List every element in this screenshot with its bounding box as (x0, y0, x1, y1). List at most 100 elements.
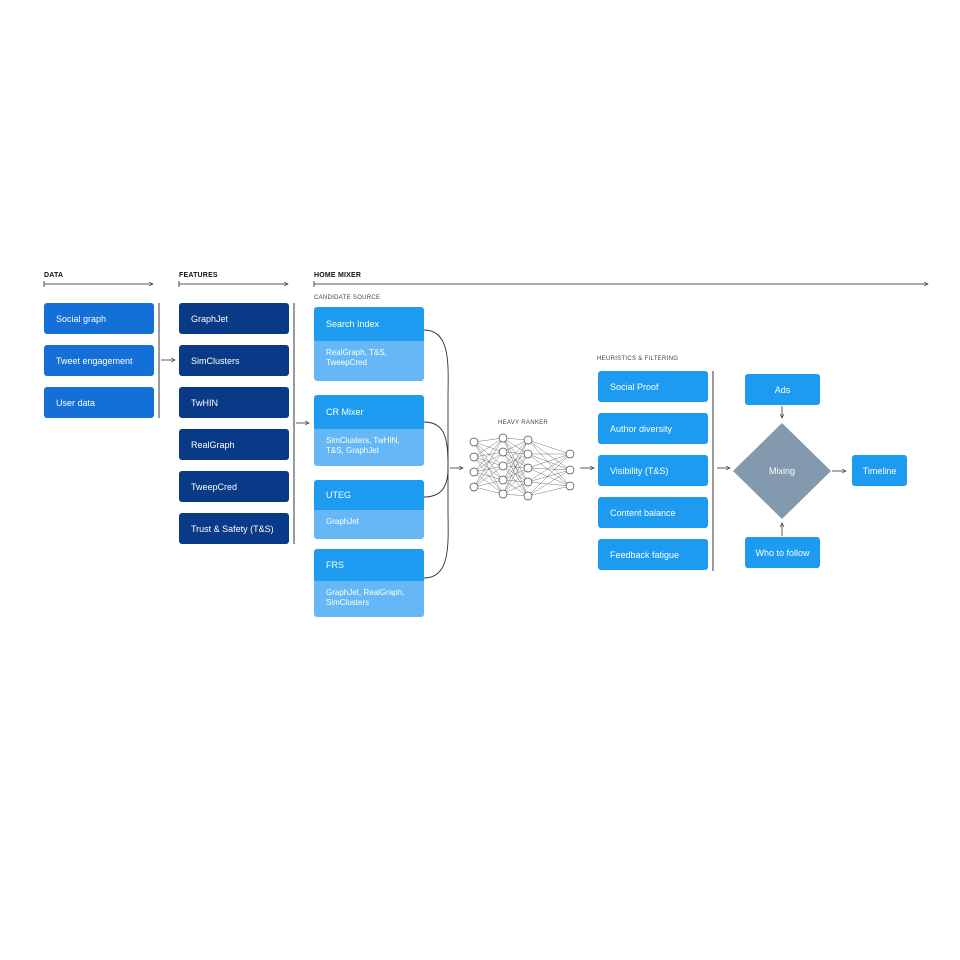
nn-node (469, 467, 479, 477)
nn-edge (527, 469, 571, 497)
section-rules (43, 281, 928, 287)
nn-edge (473, 451, 504, 488)
nn-edge (473, 437, 504, 473)
who-to-follow-box: Who to follow (745, 537, 820, 568)
nn-node (565, 481, 575, 491)
section-label-home-mixer: HOME MIXER (314, 272, 362, 279)
heuristic-box-author-diversity: Author diversity (598, 413, 708, 444)
nn-edge (473, 471, 504, 481)
candidate-title: Search Index (314, 307, 424, 341)
feature-box-realgraph: RealGraph (179, 429, 289, 460)
label-candidate-source: CANDIDATE SOURCE (314, 295, 381, 301)
separator-lines (158, 303, 714, 571)
nn-edge (502, 481, 529, 495)
candidate-source-frs: FRS GraphJet, RealGraph, SimClusters (314, 549, 424, 617)
nn-node (469, 452, 479, 462)
nn-edge (473, 465, 504, 473)
heuristic-box-visibility: Visibility (T&S) (598, 455, 708, 486)
nn-edge (527, 453, 571, 471)
nn-edge (473, 479, 504, 488)
nn-node (498, 461, 508, 471)
nn-edge (527, 439, 571, 471)
nn-edge (527, 467, 571, 471)
nn-node (565, 465, 575, 475)
nn-edge (473, 437, 504, 488)
nn-edge (527, 469, 571, 483)
nn-edge (527, 453, 571, 487)
section-label-features: FEATURES (179, 272, 218, 279)
candidate-title: CR Mixer (314, 395, 424, 429)
stage-arrows (161, 360, 846, 536)
nn-edge (473, 471, 504, 495)
feature-box-graphjet: GraphJet (179, 303, 289, 334)
nn-edge (473, 441, 504, 495)
heuristic-box-feedback-fatigue: Feedback fatigue (598, 539, 708, 570)
candidate-title: UTEG (314, 480, 424, 510)
candidate-source-search-index: Search Index RealGraph, T&S, TweepCred (314, 307, 424, 381)
nn-edge (502, 439, 529, 453)
nn-edge (527, 453, 571, 469)
nn-edge (502, 453, 529, 495)
nn-node (469, 482, 479, 492)
nn-node (565, 449, 575, 459)
heavy-ranker-network (469, 433, 575, 501)
feature-box-twhin: TwHIN (179, 387, 289, 418)
candidate-detail: GraphJet, RealGraph, SimClusters (314, 581, 424, 617)
nn-edge (502, 439, 529, 495)
nn-edge (473, 437, 504, 458)
nn-node (523, 463, 533, 473)
nn-node (498, 433, 508, 443)
label-heuristics: HEURISTICS & FILTERING (597, 356, 679, 362)
candidate-merge-curves (423, 329, 449, 579)
ads-box: Ads (745, 374, 820, 405)
mixing-label: Mixing (768, 466, 795, 476)
nn-edge (473, 456, 504, 495)
nn-edge (473, 486, 504, 495)
nn-node (523, 449, 533, 459)
nn-edge (473, 456, 504, 481)
timeline-box: Timeline (852, 455, 907, 486)
nn-edge (502, 467, 529, 495)
data-box-tweet-engagement: Tweet engagement (44, 345, 154, 376)
nn-edge (527, 439, 571, 487)
nn-node (523, 477, 533, 487)
nn-edge (502, 439, 529, 481)
heuristic-box-social-proof: Social Proof (598, 371, 708, 402)
nn-node (498, 475, 508, 485)
nn-node (498, 447, 508, 457)
candidate-title: FRS (314, 549, 424, 581)
candidate-source-uteg: UTEG GraphJet (314, 480, 424, 539)
nn-edge (473, 456, 504, 467)
feature-box-trust-safety: Trust & Safety (T&S) (179, 513, 289, 544)
nn-node (469, 437, 479, 447)
candidate-detail: SimClusters, TwHIN, T&S, GraphJet (314, 429, 424, 466)
feature-box-tweepcred: TweepCred (179, 471, 289, 502)
mixing-diamond (733, 423, 831, 519)
nn-node (498, 489, 508, 499)
nn-edge (502, 439, 529, 467)
nn-edge (527, 453, 571, 483)
heuristic-box-content-balance: Content balance (598, 497, 708, 528)
nn-edge (473, 441, 504, 467)
data-box-user-data: User data (44, 387, 154, 418)
nn-edge (527, 481, 571, 487)
nn-edge (473, 441, 504, 481)
nn-edge (473, 465, 504, 488)
nn-edge (473, 437, 504, 443)
nn-node (523, 435, 533, 445)
section-label-data: DATA (44, 272, 64, 279)
candidate-detail: RealGraph, T&S, TweepCred (314, 341, 424, 381)
data-box-social-graph: Social graph (44, 303, 154, 334)
candidate-source-cr-mixer: CR Mixer SimClusters, TwHIN, T&S, GraphJ… (314, 395, 424, 466)
nn-node (523, 491, 533, 501)
nn-edge (473, 441, 504, 453)
nn-edge (527, 485, 571, 497)
label-heavy-ranker: HEAVY RANKER (498, 420, 549, 426)
nn-edge (473, 451, 504, 458)
candidate-detail: GraphJet (314, 510, 424, 539)
nn-edge (527, 467, 571, 487)
feature-box-simclusters: SimClusters (179, 345, 289, 376)
nn-edge (473, 451, 504, 473)
